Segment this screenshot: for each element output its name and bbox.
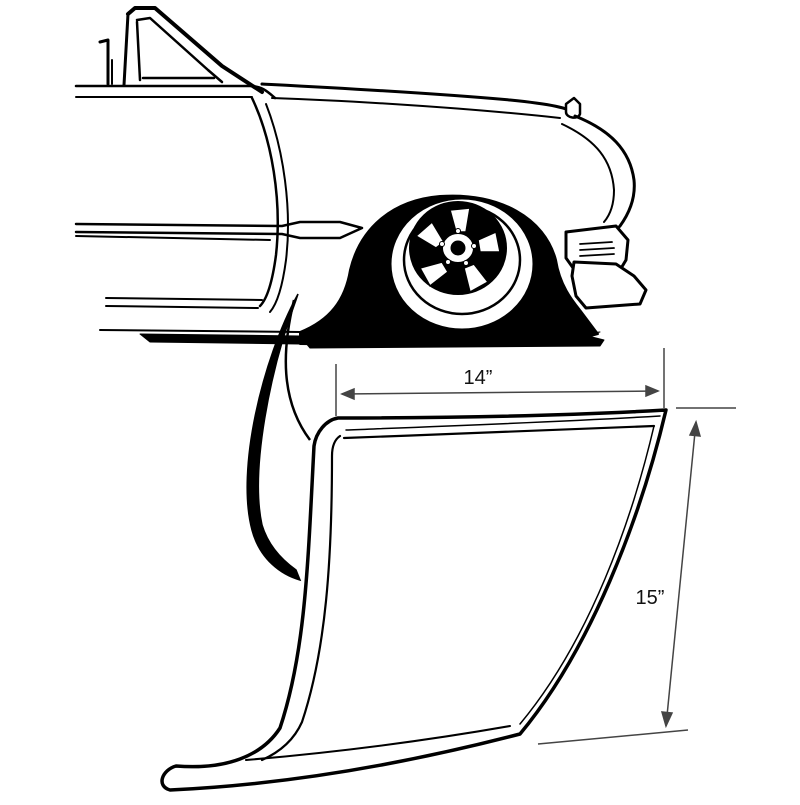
door-top-line: [74, 84, 277, 100]
patch-panel-top-flange: [342, 424, 656, 440]
height-dimension: [537, 407, 736, 745]
rocker-line: [105, 297, 263, 301]
height-dimension-line: [665, 421, 697, 727]
side-spear-trim: [74, 220, 364, 240]
front-fender-outline: [573, 114, 636, 234]
patch-panel: [160, 408, 668, 792]
hood-line-inner: [271, 97, 561, 119]
door-edge: [250, 96, 279, 308]
callout-swoosh: [246, 293, 302, 582]
height-arrow-top: [688, 419, 702, 437]
door-edge-inner: [265, 103, 289, 313]
patch-panel-outline: [160, 408, 668, 792]
car-illustration: [74, 6, 648, 349]
width-dimension-line: [341, 390, 659, 395]
front-bumper: [564, 224, 648, 310]
width-dimension: [335, 348, 665, 416]
rocker-line-lower: [105, 305, 259, 309]
front-fender-inner-curve: [561, 123, 615, 223]
height-label: 15”: [636, 587, 665, 609]
patch-panel-right-edge-inner: [519, 425, 655, 725]
side-body-line: [75, 235, 271, 241]
hood-line: [260, 82, 577, 116]
width-arrow-right: [645, 384, 660, 398]
height-arrow-bottom: [660, 711, 674, 729]
height-extension-bottom: [537, 729, 689, 745]
callout-swoosh-thin: [284, 299, 312, 441]
width-arrow-left: [340, 387, 355, 401]
patch-panel-inner-flange: [260, 434, 342, 762]
windshield-frame: [98, 6, 264, 94]
patch-panel-bottom-flange: [245, 725, 511, 761]
width-label: 14”: [464, 367, 493, 389]
ground-shadow: [139, 331, 605, 349]
patch-panel-top-bead: [345, 415, 661, 431]
hood-ornament: [564, 96, 582, 119]
sill-line: [99, 329, 301, 333]
front-wheel: [388, 196, 536, 332]
